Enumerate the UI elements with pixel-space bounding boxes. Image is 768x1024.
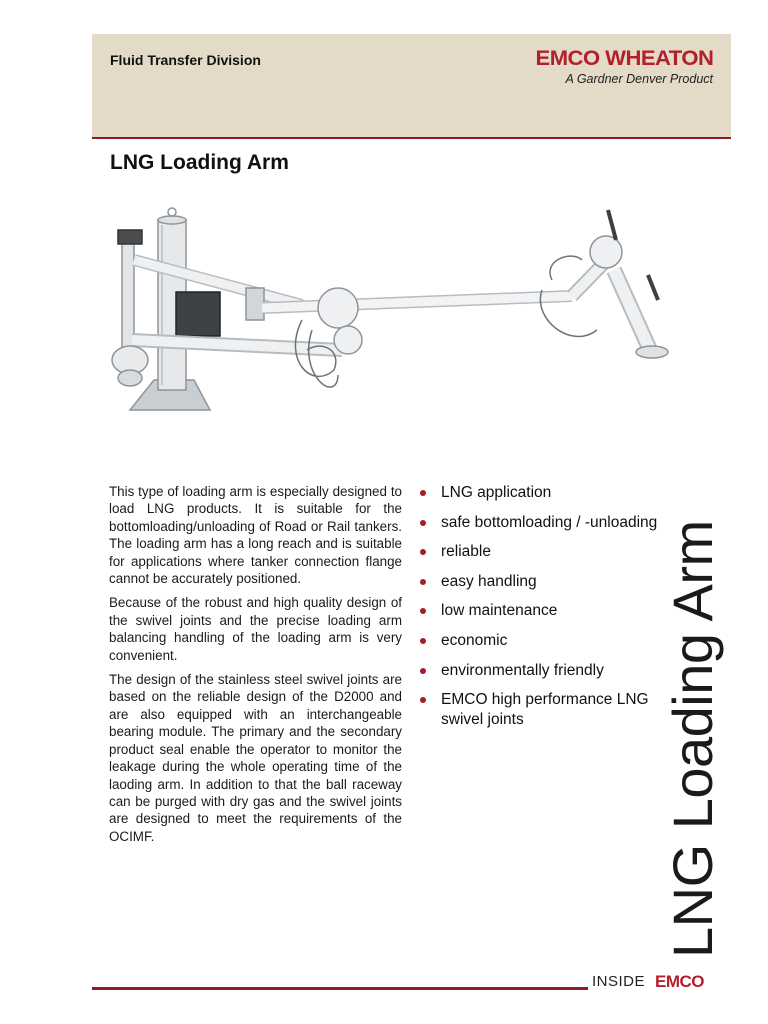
bullet-icon [420, 578, 426, 585]
footer-rule [92, 987, 588, 990]
brand-tagline: A Gardner Denver Product [565, 72, 713, 86]
header-band: Fluid Transfer Division EMCO WHEATON A G… [92, 34, 731, 139]
description-paragraph: Because of the robust and high quality d… [109, 595, 402, 663]
description-paragraph: The design of the stainless steel swivel… [109, 672, 402, 844]
vertical-side-title: LNG Loading Arm [661, 520, 724, 958]
feature-list: LNG application safe bottomloading / -un… [418, 483, 668, 740]
feature-item: easy handling [418, 572, 668, 592]
feature-item: EMCO high performance LNG swivel joints [418, 690, 668, 730]
footer-emco-logo: EMCO [655, 972, 705, 991]
bullet-icon [420, 608, 426, 615]
bullet-icon [420, 667, 426, 674]
footer-inside-label: INSIDE [592, 973, 646, 990]
description-text: This type of loading arm is especially d… [109, 483, 402, 852]
page-title: LNG Loading Arm [110, 151, 289, 174]
feature-item: low maintenance [418, 601, 668, 621]
description-paragraph: This type of loading arm is especially d… [109, 484, 402, 587]
bullet-icon [420, 490, 426, 496]
emco-wheaton-logo: EMCO WHEATON [535, 47, 713, 70]
feature-item: economic [418, 631, 668, 651]
feature-item: reliable [418, 542, 668, 562]
loading-arm-photo [111, 207, 669, 411]
bullet-icon [420, 637, 426, 644]
feature-item: LNG application [418, 483, 668, 503]
bullet-icon [420, 697, 426, 704]
bullet-icon [420, 519, 426, 526]
feature-item: environmentally friendly [418, 661, 668, 681]
bullet-icon [420, 549, 426, 556]
division-label: Fluid Transfer Division [110, 52, 261, 68]
feature-item: safe bottomloading / -unloading [418, 513, 668, 533]
brand-block: EMCO WHEATON A Gardner Denver Product [535, 48, 713, 87]
